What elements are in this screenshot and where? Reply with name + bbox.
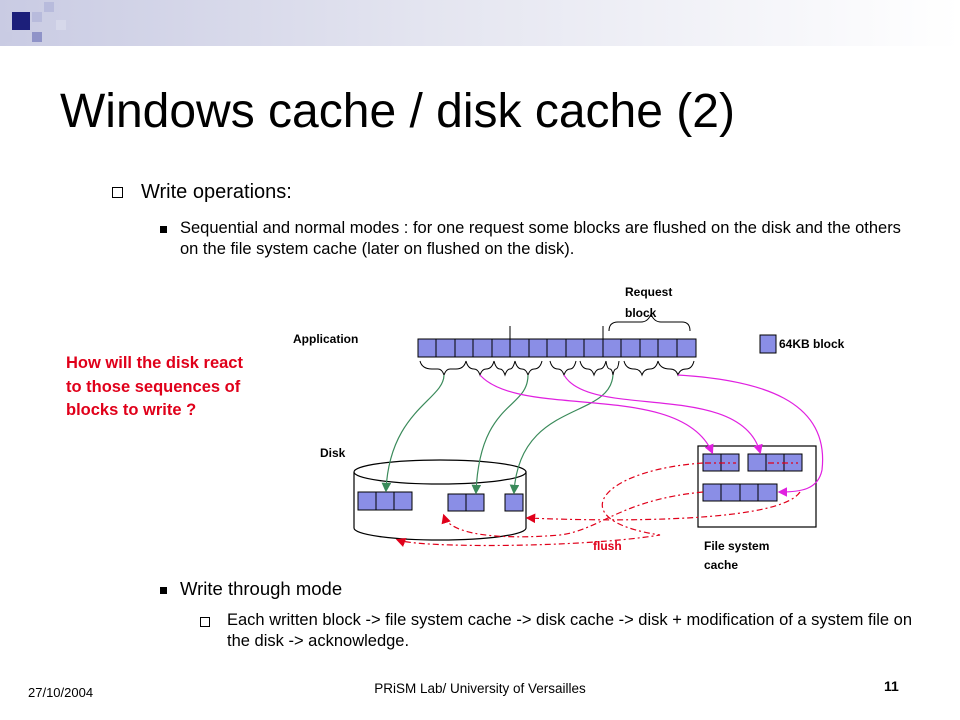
logo-square-light (2, 32, 12, 42)
fs-cache-label-1: File system (704, 539, 769, 553)
logo-square-light (32, 12, 42, 22)
legend-label: 64KB block (779, 337, 845, 351)
square-bullet-icon (160, 226, 167, 233)
hollow-square-bullet-icon (112, 187, 123, 198)
logo-square-light (44, 2, 54, 12)
bullet-write-through: Write through mode (180, 578, 343, 599)
magenta-arrows (479, 374, 824, 497)
question-callout: How will the disk react to those sequenc… (66, 354, 243, 419)
file-system-cache-box (697, 445, 817, 528)
disk-cylinder (353, 459, 527, 541)
green-arrows (381, 374, 614, 495)
slide-title: Windows cache / disk cache (2) (60, 85, 735, 138)
bullet-level1: Write operations: (112, 181, 292, 204)
lower-braces (419, 360, 695, 377)
application-label: Application (293, 332, 358, 346)
request-block-brace (608, 312, 691, 332)
square-bullet-icon (160, 587, 167, 594)
disk-label: Disk (320, 446, 346, 460)
logo-square-navy (12, 12, 30, 30)
logo-square-mid (32, 32, 42, 42)
flush-label: flush (593, 539, 622, 553)
logo-square-light (56, 20, 66, 30)
header-gradient-bar (0, 0, 960, 46)
bullet-sequential-modes: Sequential and normal modes : for one re… (180, 219, 901, 258)
footer-lab: PRiSM Lab/ University of Versailles (374, 681, 586, 696)
disk-blocks (357, 491, 524, 512)
legend-block-swatch (759, 334, 777, 354)
bullet-write-operations: Write operations: (141, 181, 292, 203)
bullet-each-written-block: Each written block -> file system cache … (227, 611, 913, 650)
application-block-row (417, 326, 697, 358)
request-block-label-1: Request (625, 285, 672, 299)
slide-number: 11 (884, 678, 899, 694)
footer-date: 27/10/2004 (28, 685, 94, 700)
flush-arrows (395, 462, 801, 547)
fs-cache-label-2: cache (704, 558, 738, 572)
hollow-square-bullet-icon (200, 617, 210, 627)
request-block-label-2: block (625, 306, 657, 320)
